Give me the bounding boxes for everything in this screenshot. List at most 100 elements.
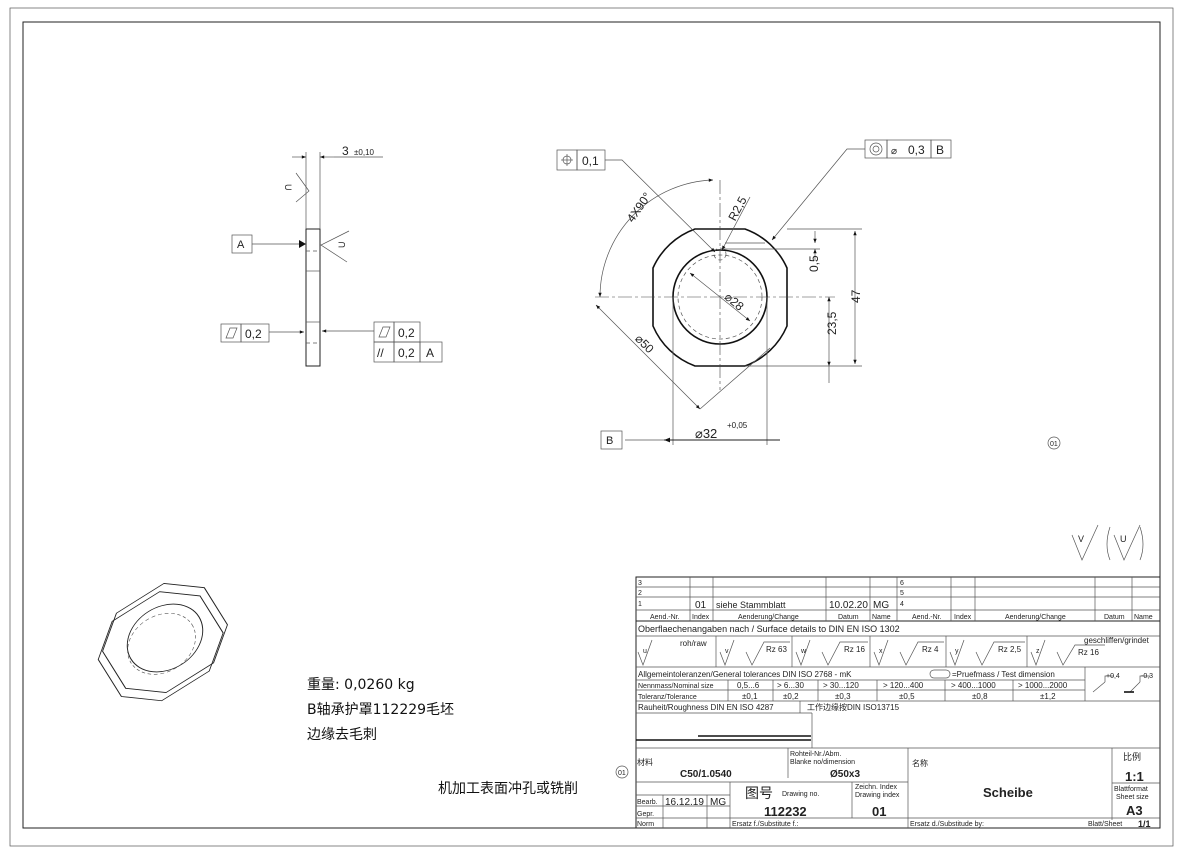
edge-plus: +0,4: [1106, 673, 1120, 680]
header-date: Datum: [1104, 614, 1125, 621]
nominal-cell: > 1000...2000: [1018, 681, 1068, 690]
nominal-label: Nennmass/Nominal size: [638, 683, 714, 690]
surface-letter: v: [725, 648, 729, 655]
change-text: siehe Stammblatt: [716, 600, 786, 610]
notch-depth-dim: 0,5: [807, 255, 821, 272]
surface-legend: V U: [1071, 524, 1144, 561]
tolerance-cell: ±1,2: [1040, 692, 1056, 701]
tolerance-label: Toleranz/Tolerance: [638, 694, 697, 701]
nominal-cell: 0,5...6: [737, 681, 760, 690]
bore-dia-dim: ⌀32: [695, 426, 717, 441]
surface-symbols: u roh/raw v Rz 63 w Rz 16 x Rz 4 y Rz 2,…: [637, 636, 1150, 667]
sheet-label: Blatt/Sheet: [1088, 821, 1122, 828]
header-index: Index: [692, 614, 710, 621]
flatness-left-value: 0,2: [245, 327, 262, 341]
flatness-right-value: 0,2: [398, 326, 415, 340]
position-tol-value: 0,1: [582, 154, 599, 168]
concentricity-datum: B: [936, 143, 944, 157]
drawing-frame: [22, 21, 1161, 829]
drawing-no-label: 图号: [745, 786, 773, 802]
change-name: MG: [873, 600, 889, 611]
outer-border: [9, 7, 1174, 847]
row-number: 2: [638, 590, 642, 597]
row-number: 5: [900, 590, 904, 597]
surface-symbol-label: U: [337, 242, 347, 249]
parallelism-datum: A: [426, 346, 434, 360]
surface-finish-icon: [1113, 524, 1141, 561]
header-name: Name: [1134, 614, 1153, 621]
blank-label: Blanke no/dimension: [790, 759, 855, 766]
revision-marker: [615, 765, 629, 779]
material-label: 材料: [637, 757, 653, 767]
nominal-cell: > 120...400: [883, 681, 924, 690]
name-label: 名称: [912, 758, 928, 768]
deburr-note: 边缘去毛刺: [307, 727, 377, 743]
surface-value: Rz 2,5: [998, 645, 1022, 654]
drawing-index-label: Zeichn. Index: [855, 784, 898, 791]
blank-note: B轴承护罩112229毛坯: [307, 702, 454, 718]
tolerance-cell: ±0,5: [899, 692, 915, 701]
side-view: 3 ±0,10 U U A 0,2 0,2 // 0,2 A: [220, 144, 443, 367]
surface-letter: w: [800, 648, 807, 655]
surface-value: roh/raw: [680, 639, 707, 648]
bearb-name: MG: [710, 797, 726, 808]
edge-symbols: +0,4 -0,3: [1092, 673, 1153, 693]
surface-finish-icon: [295, 172, 310, 203]
gepr-label: Gepr.: [637, 811, 654, 818]
weight-note: 重量: 0,0260 kg: [307, 677, 415, 693]
isometric-view: [97, 583, 228, 702]
flatness-icon: [378, 326, 391, 338]
side-profile: [305, 228, 321, 367]
substitute-for: Ersatz f./Substitute f.:: [732, 821, 799, 828]
header-aend-nr: Aend.-Nr.: [650, 614, 680, 621]
substitute-by: Ersatz d./Substitude by:: [910, 821, 984, 828]
scale-value: 1:1: [1125, 769, 1144, 784]
nominal-cell: > 6...30: [777, 681, 804, 690]
surface-value: Rz 16: [1078, 648, 1099, 657]
half-height-dim: 23,5: [825, 311, 839, 335]
tolerance-table: 0,5...6 > 6...30 > 30...120 > 120...400 …: [737, 681, 1068, 701]
radius-dim: R2,5: [725, 194, 749, 223]
nominal-cell: > 30...120: [823, 681, 859, 690]
machining-note: 机加工表面冲孔或铣削: [438, 781, 578, 797]
row-number: 4: [900, 601, 904, 608]
test-dim-icon: [929, 669, 951, 679]
surface-finish-icon: [320, 230, 350, 263]
drawing-index: 01: [872, 804, 886, 819]
row-number: 3: [638, 580, 642, 587]
height-dim: 47: [849, 289, 863, 303]
part-name: Scheibe: [983, 785, 1033, 800]
sheet-value: 1/1: [1138, 819, 1151, 829]
header-date: Datum: [838, 614, 859, 621]
surface-legend-u: U: [1120, 534, 1127, 544]
header-change: Aenderung/Change: [738, 614, 799, 621]
tolerance-cell: ±0,8: [972, 692, 988, 701]
sheet-format-value: A3: [1126, 803, 1143, 818]
parallelism-value: 0,2: [398, 346, 415, 360]
surface-symbol-label: U: [283, 184, 293, 191]
datum-b-label: B: [606, 435, 613, 447]
bearb-label: Bearb.: [637, 799, 658, 806]
header-aend-nr: Aend.-Nr.: [912, 614, 942, 621]
surface-title: Oberflaechenangaben nach / Surface detai…: [638, 624, 900, 634]
test-dim-label: =Pruefmass / Test dimension: [952, 670, 1055, 679]
surface-legend-v: V: [1078, 534, 1084, 544]
header-index: Index: [954, 614, 972, 621]
material-value: C50/1.0540: [680, 769, 732, 780]
surface-value: Rz 63: [766, 645, 787, 654]
parallelism-icon: //: [377, 346, 384, 360]
blank-dim: Ø50x3: [830, 769, 860, 780]
surface-note: geschliffen/grindet: [1084, 636, 1150, 645]
tolerance-cell: ±0,1: [742, 692, 758, 701]
position-icon: [561, 154, 573, 166]
blank-label: Rohteil-Nr./Abm.: [790, 751, 841, 758]
thickness-dim: 3: [342, 144, 349, 158]
scale-label: 比例: [1123, 751, 1141, 762]
revision-marker: [1047, 436, 1061, 450]
surface-letter: y: [955, 648, 959, 655]
row-number: 6: [900, 580, 904, 587]
edge-minus: -0,3: [1141, 673, 1153, 680]
flatness-icon: [225, 327, 238, 339]
surface-letter: z: [1036, 648, 1040, 655]
